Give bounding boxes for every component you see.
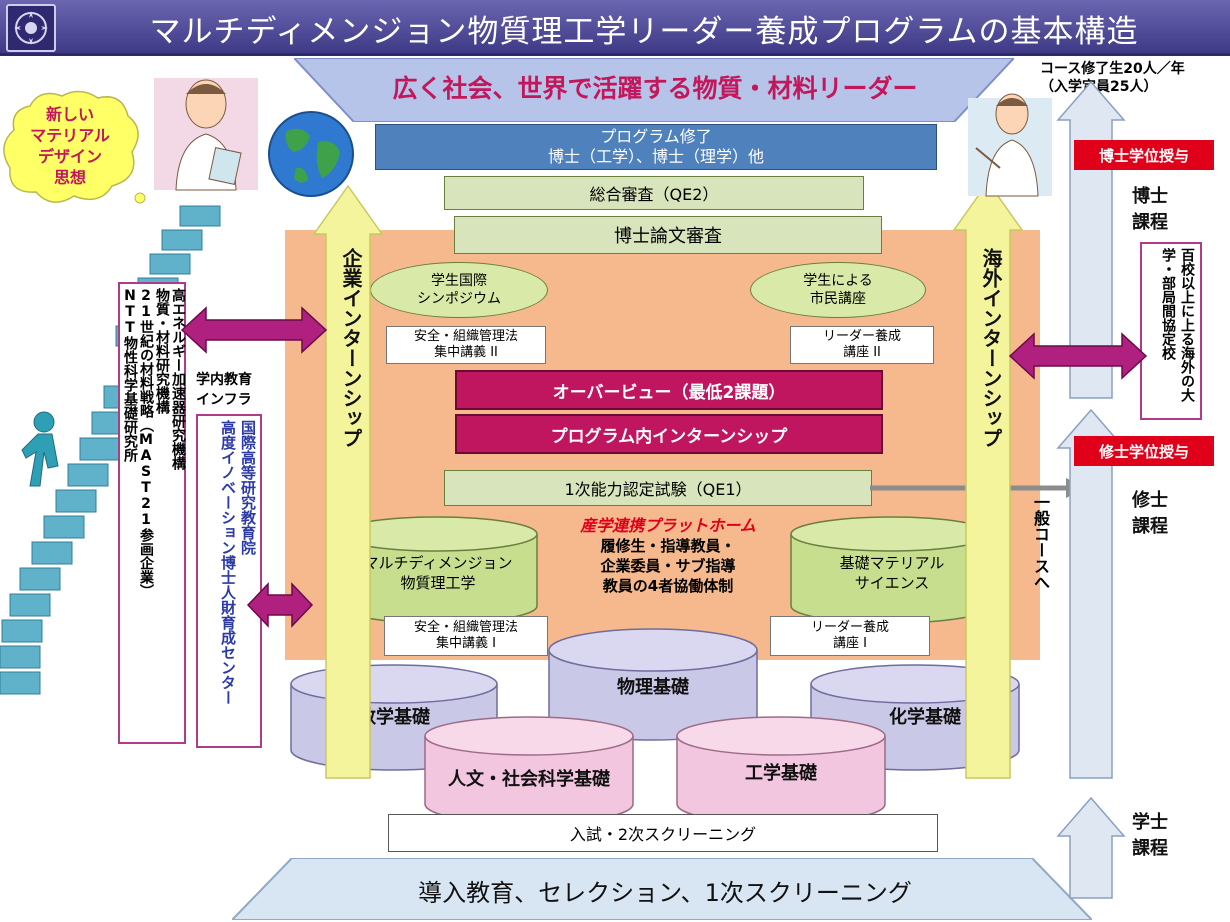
public-lecture-line-2: 市民講座 <box>810 291 866 307</box>
physics-cylinder <box>548 628 758 741</box>
partner-universities-text: 百校以上に上る海外の大学・部局間協定校 <box>1160 248 1195 402</box>
leader-lecture-1: リーダー養成 講座 I <box>770 616 930 656</box>
symposium-line-2: シンポジウム <box>417 291 501 307</box>
screening-2-box: 入試・2次スクリーニング <box>388 814 938 852</box>
partner-ntt: NTT物性科学基礎研究所 <box>122 288 138 462</box>
thought-line-2: マテリアル <box>30 126 110 145</box>
multidim-cylinder <box>336 516 538 624</box>
platform-line-3: 教員の4者協働体制 <box>602 577 734 595</box>
physics-label: 物理基礎 <box>617 677 689 698</box>
master-course-label: 修士課程 <box>1132 490 1168 537</box>
enrollment-line-2: （入学定員25人） <box>1040 79 1158 95</box>
basic-material-line-1: 基礎マテリアル <box>839 554 945 572</box>
thesis-box: 博士論文審査 <box>454 216 882 254</box>
leader1-line-2: 講座 I <box>833 636 867 651</box>
enrollment-line-1: コース修了生20人／年 <box>1040 61 1185 77</box>
goal-text: 広く社会、世界で活躍する物質・材料リーダー <box>392 74 918 103</box>
crest-icon <box>14 11 48 45</box>
thought-line-3: デザイン <box>37 147 102 166</box>
center-line-2: 高度イノベーション博士人財育成センター <box>219 420 237 705</box>
education-center-box <box>196 414 262 748</box>
completion-line-2: 博士（工学）、博士（理学）他 <box>547 147 764 166</box>
platform-line-2: 企業委員・サブ指導 <box>600 557 736 575</box>
partner-kek: 高エネルギー加速器研究機構 <box>170 288 186 470</box>
thinking-person-illustration <box>154 78 258 191</box>
thought-line-4: 思想 <box>53 168 86 187</box>
engineering-label: 工学基礎 <box>745 763 817 784</box>
thought-bubble <box>3 90 146 204</box>
basic-material-line-2: サイエンス <box>854 574 930 592</box>
symposium-line-1: 学生国際 <box>431 273 487 289</box>
public-lecture-line-1: 学生による <box>803 273 873 289</box>
infra-line-1: 学内教育 <box>196 372 252 388</box>
staircase-illustration <box>0 205 221 695</box>
enrollment-info: コース修了生20人／年 （入学定員25人） <box>1040 60 1230 96</box>
safety2-line-2: 集中講義 II <box>434 345 498 360</box>
goal-banner <box>294 58 1014 122</box>
humanities-cylinder <box>424 716 634 825</box>
multidim-line-2: 物質理工学 <box>400 574 476 592</box>
master-award-badge: 修士学位授与 <box>1074 436 1214 466</box>
education-center-text: 国際高等研究教育院 高度イノベーション博士人財育成センター <box>202 420 258 742</box>
leader-lecture-2: リーダー養成 講座 II <box>790 326 934 364</box>
partner-universities-box <box>1140 242 1202 420</box>
university-logo <box>6 4 56 52</box>
leader2-line-2: 講座 II <box>843 345 881 360</box>
public-lecture: 学生による 市民講座 <box>750 262 926 318</box>
infra-label: 学内教育 インフラ <box>196 370 276 410</box>
page-title: マルチディメンジョン物質理工学リーダー養成プログラムの基本構造 <box>149 13 1139 50</box>
platform-title: 産学連携プラットホーム <box>580 516 756 535</box>
safety2-line-1: 安全・組織管理法 <box>413 329 518 344</box>
corp-internship-arrow <box>312 184 384 779</box>
infra-line-2: インフラ <box>196 392 252 408</box>
title-bar <box>0 0 1230 56</box>
chem-label: 化学基礎 <box>889 707 961 728</box>
thought-line-1: 新しい <box>45 105 94 124</box>
internal-internship-box: プログラム内インターンシップ <box>455 414 883 454</box>
phd-award-badge: 博士学位授与 <box>1074 140 1214 170</box>
qe2-box: 総合審査（QE2） <box>444 176 864 210</box>
phd-course-label: 博士課程 <box>1132 186 1168 233</box>
safety1-line-1: 安全・組織管理法 <box>413 620 518 635</box>
partner-nims: 物質・材料研究機構 <box>154 288 170 414</box>
teacher-illustration <box>968 93 1052 197</box>
bachelor-arrow <box>1056 796 1126 899</box>
partner-institutions-text: 高エネルギー加速器研究機構 物質・材料研究機構 21世紀の材料戦略（MAST21… <box>122 288 186 740</box>
partner-double-arrow <box>180 306 328 354</box>
overseas-internship-label: 海外インターンシップ <box>979 248 1003 448</box>
bachelor-course-label: 学士課程 <box>1132 812 1168 859</box>
leader2-line-1: リーダー養成 <box>822 329 901 344</box>
partner-mast21: 21世紀の材料戦略（MAST21参画企業） <box>138 288 154 598</box>
math-label: 数学基礎 <box>358 707 430 728</box>
intro-banner <box>232 858 1092 920</box>
platform-text: 産学連携プラットホーム 履修生・指導教員・ 企業委員・サブ指導 教員の4者協働体… <box>548 512 788 596</box>
center-double-arrow <box>246 582 314 628</box>
partner-institutions-box <box>118 282 186 744</box>
globe-icon <box>268 111 354 197</box>
safety1-line-2: 集中講義 I <box>436 636 496 651</box>
overseas-internship-arrow <box>952 180 1024 779</box>
platform-line-1: 履修生・指導教員・ <box>600 537 736 555</box>
intro-text: 導入教育、セレクション、1次スクリーニング <box>418 878 912 907</box>
overview-box: オーバービュー（最低2課題） <box>455 370 883 410</box>
program-completion: プログラム修了 博士（工学）、博士（理学）他 <box>375 124 937 170</box>
corp-internship-label: 企業インターンシップ <box>339 248 363 448</box>
multidim-label: マルチディメンジョン 物質理工学 <box>340 548 536 598</box>
international-symposium: 学生国際 シンポジウム <box>370 262 548 318</box>
humanities-label: 人文・社会科学基礎 <box>448 769 610 790</box>
qe1-box: 1次能力認定試験（QE1） <box>444 470 872 506</box>
general-course-label: 一般コースへ <box>1031 494 1050 590</box>
completion-line-1: プログラム修了 <box>600 127 712 146</box>
safety-lecture-1: 安全・組織管理法 集中講義 I <box>384 616 548 656</box>
thought-text: 新しい マテリアル デザイン 思想 <box>20 104 120 188</box>
leader1-line-1: リーダー養成 <box>810 620 889 635</box>
basic-material-label: 基礎マテリアル サイエンス <box>794 548 990 598</box>
overseas-double-arrow <box>1008 332 1148 380</box>
center-line-1: 国際高等研究教育院 <box>239 420 257 555</box>
safety-lecture-2: 安全・組織管理法 集中講義 II <box>386 326 546 364</box>
multidim-line-1: マルチディメンジョン <box>363 554 513 572</box>
